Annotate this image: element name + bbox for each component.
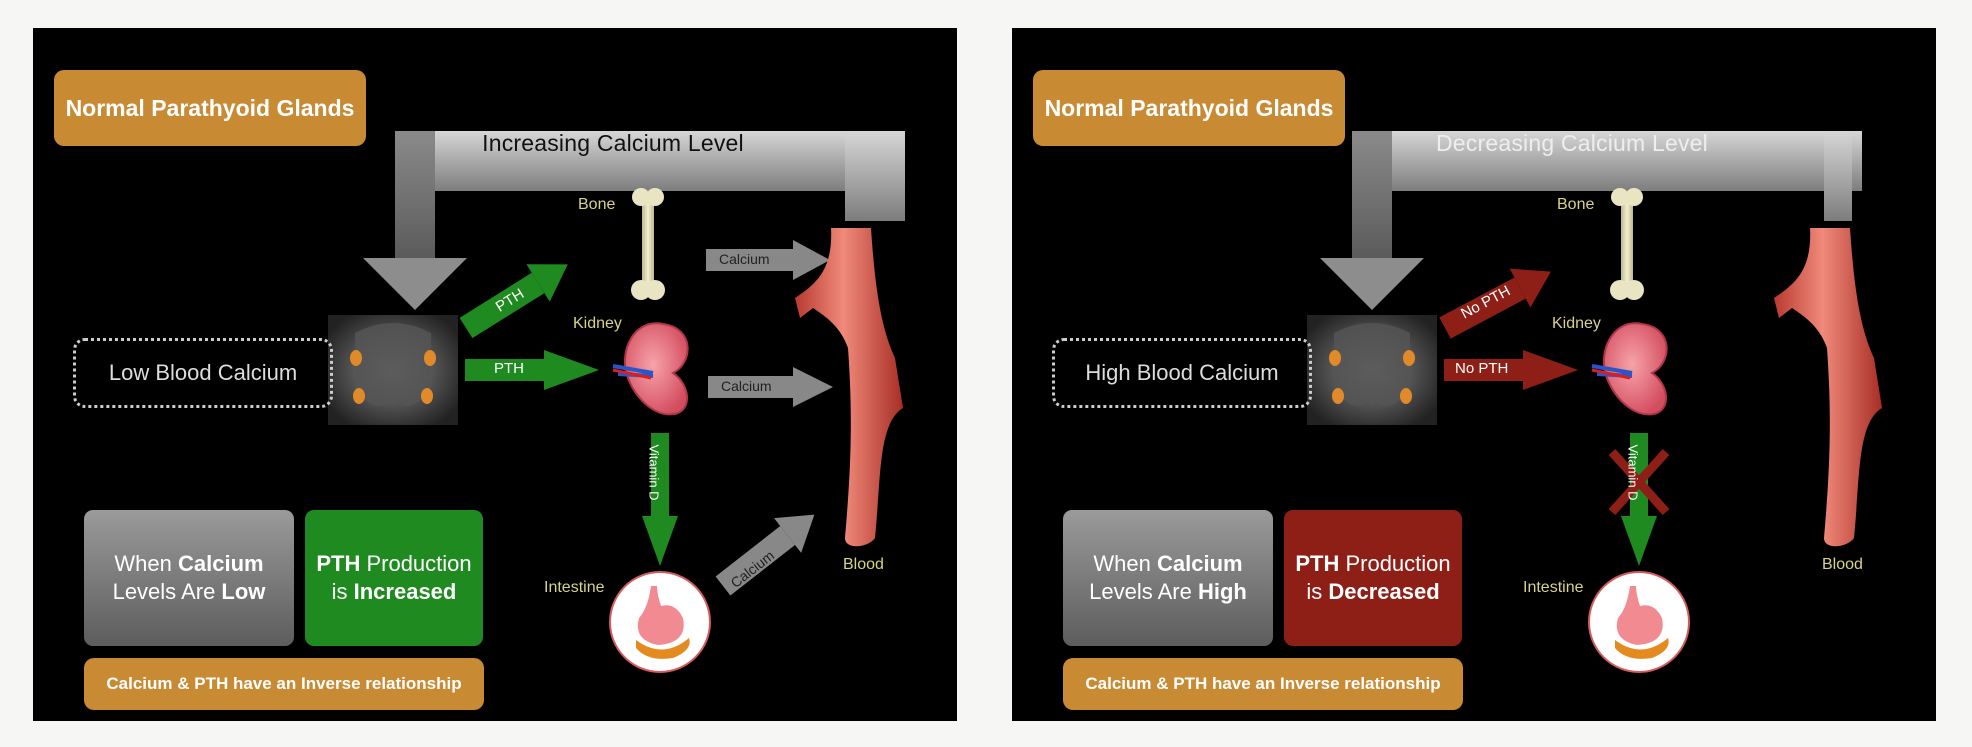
thyroid-image [1307, 315, 1437, 425]
when-bold-2: High [1197, 579, 1247, 604]
blood-label: Blood [843, 556, 884, 573]
pth-bold-1: PTH [316, 551, 361, 576]
panel-high-calcium: Normal Parathyoid Glands Decreasing Calc… [1012, 28, 1936, 721]
pth-bold-2: Decreased [1328, 579, 1440, 604]
calcium-arrow-bone [706, 240, 830, 280]
calcium-bone-text: Calcium [719, 251, 770, 267]
vitamin-d-text: Vitamin D [1625, 444, 1641, 501]
pth-text-2: is [331, 579, 354, 604]
blocked-x-icon [1608, 448, 1670, 516]
kidney-image [1591, 322, 1668, 416]
flow-label: Increasing Calcium Level [482, 130, 744, 156]
blood-label: Blood [1822, 556, 1863, 573]
panel-title: Normal Parathyoid Glands [1033, 70, 1345, 146]
pth-arrow-kidney [465, 350, 599, 390]
pth-result-box: PTH Production is Decreased [1284, 510, 1462, 646]
pth-bold-2: Increased [353, 579, 457, 604]
condition-label: High Blood Calcium [1052, 338, 1312, 408]
intestine-label: Intestine [544, 579, 605, 596]
flow-label: Decreasing Calcium Level [1436, 130, 1708, 156]
kidney-label: Kidney [1552, 315, 1601, 332]
no-pth-arrow-bone [1439, 268, 1551, 339]
panel-low-calcium: Normal Parathyoid Glands Increasing Calc… [33, 28, 957, 721]
vitamin-d-arrow [642, 433, 678, 566]
pth-kidney-text: PTH [494, 360, 524, 377]
intestine-image [609, 571, 711, 673]
when-bold-2: Low [221, 579, 266, 604]
pth-arrow-bone [459, 264, 568, 339]
calcium-arrow-kidney [708, 367, 833, 407]
no-pth-kidney-text: No PTH [1455, 360, 1509, 377]
when-text-1: When [1093, 551, 1157, 576]
when-bold-1: Calcium [178, 551, 264, 576]
calcium-arrow-intestine [715, 514, 815, 596]
pth-text-1: Production [360, 551, 472, 576]
when-text-2: Levels Are [1089, 579, 1198, 604]
footer-note: Calcium & PTH have an Inverse relationsh… [1063, 658, 1463, 710]
when-text-2: Levels Are [112, 579, 222, 604]
blood-vessel-image [795, 228, 903, 547]
bone-label: Bone [1557, 196, 1595, 213]
blood-vessel-image [1774, 228, 1882, 547]
diagram-graphics [1307, 131, 1882, 673]
when-text-1: When [114, 551, 178, 576]
thyroid-image [328, 315, 458, 425]
when-box: When Calcium Levels Are Low [84, 510, 294, 646]
calcium-kidney-text: Calcium [721, 378, 772, 394]
intestine-label: Intestine [1523, 579, 1584, 596]
panel-title: Normal Parathyoid Glands [54, 70, 366, 146]
kidney-label: Kidney [573, 315, 622, 332]
footer-note: Calcium & PTH have an Inverse relationsh… [84, 658, 484, 710]
bone-image [631, 188, 665, 300]
intestine-image [1588, 571, 1690, 673]
pth-bold-1: PTH [1295, 551, 1340, 576]
condition-label: Low Blood Calcium [73, 338, 333, 408]
when-bold-1: Calcium [1157, 551, 1243, 576]
pth-result-box: PTH Production is Increased [305, 510, 483, 646]
vitamin-d-text: Vitamin D [646, 444, 662, 501]
kidney-image [612, 322, 689, 416]
pth-text-1: Production [1339, 551, 1451, 576]
feedback-arrow [363, 131, 905, 310]
bone-label: Bone [578, 196, 616, 213]
diagram-graphics [328, 131, 905, 673]
pth-text-2: is [1306, 579, 1329, 604]
feedback-arrow [1320, 131, 1862, 310]
no-pth-arrow-kidney [1444, 350, 1578, 390]
bone-image [1610, 188, 1644, 300]
when-box: When Calcium Levels Are High [1063, 510, 1273, 646]
